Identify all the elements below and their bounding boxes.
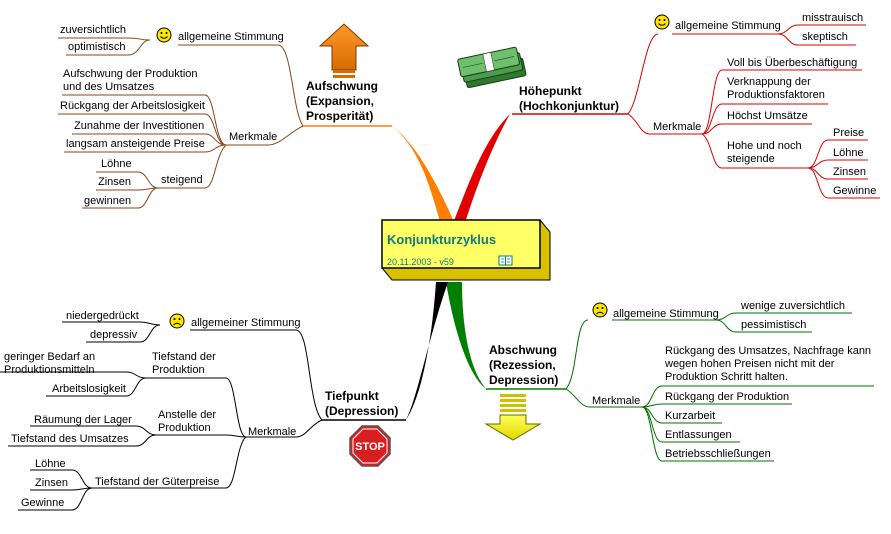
stop-sign-icon: STOP	[349, 425, 391, 467]
abschwung-merkmale-item: Rückgang des Umsatzes, Nachfrage kann we…	[665, 345, 872, 383]
tiefpunkt-gueterpreise-label: Tiefstand der Güterpreise	[95, 476, 220, 488]
tiefpunkt-tiefstand-produktion-item: geringer Bedarf an Produktionsmitteln	[4, 351, 96, 376]
book-icon	[498, 255, 513, 266]
aufschwung-steigend-label: steigend	[161, 174, 203, 186]
abschwung-stimmung-item: pessimistisch	[741, 319, 807, 331]
aufschwung-title-line: Prosperität)	[306, 109, 374, 123]
tiefpunkt-anstelle-item: Tiefstand des Umsatzes	[11, 433, 129, 445]
branch-abschwung-stem	[446, 282, 486, 389]
hoehepunkt-connectors	[627, 24, 880, 199]
aufschwung-title: Aufschwung (Expansion, Prosperität)	[306, 79, 378, 124]
hoehepunkt-title: Höhepunkt (Hochkonjunktur)	[519, 84, 619, 114]
abschwung-title-line: Depression)	[489, 373, 559, 387]
aufschwung-merkmale-item: langsam ansteigende Preise	[66, 138, 205, 150]
abschwung-merkmale-item: Entlassungen	[665, 429, 732, 441]
abschwung-merkmale-item: Kurzarbeit	[665, 410, 716, 422]
aufschwung-steigend-item: Zinsen	[98, 176, 132, 188]
hoehepunkt-title-line: (Hochkonjunktur)	[519, 99, 619, 113]
tiefpunkt-anstelle-label: Anstelle der Produktion	[158, 409, 217, 434]
tiefpunkt-merkmale-label: Merkmale	[248, 426, 297, 438]
center-node-box	[381, 219, 551, 281]
arrow-up-icon	[318, 23, 370, 78]
branch-hoehepunkt-stem	[452, 114, 510, 226]
tiefpunkt-gueterpreise-item: Löhne	[35, 458, 66, 470]
tiefpunkt-gueterpreise-item: Zinsen	[35, 477, 69, 489]
abschwung-stimmung-item: wenige zuversichtlich	[741, 300, 845, 312]
hoehepunkt-steigende-item: Löhne	[833, 147, 864, 159]
tiefpunkt-tiefstand-produktion-item: Arbeitslosigkeit	[52, 383, 126, 395]
center-subtitle: 20.11.2003 - v59	[387, 257, 454, 267]
branch-tiefpunkt-stem	[406, 282, 448, 420]
hoehepunkt-merkmale-item: Hohe und noch steigende	[727, 140, 802, 165]
aufschwung-connectors	[58, 37, 304, 209]
tiefpunkt-gueterpreise-item: Gewinne	[21, 497, 65, 509]
abschwung-stimmung-label: allgemeine Stimmung	[613, 308, 719, 320]
aufschwung-steigend-item: gewinnen	[84, 195, 132, 207]
branch-aufschwung-stem	[392, 126, 456, 228]
arrow-down-icon	[484, 394, 542, 441]
abschwung-title-line: (Rezession,	[489, 358, 556, 372]
hoehepunkt-steigende-item: Zinsen	[833, 166, 867, 178]
aufschwung-merkmale-item: Rückgang der Arbeitslosigkeit	[60, 100, 205, 112]
happy-face-icon	[654, 14, 670, 30]
hoehepunkt-title-line: Höhepunkt	[519, 84, 582, 98]
tiefpunkt-stimmung-item: niedergedrückt	[66, 310, 139, 322]
hoehepunkt-merkmale-item: Voll bis Überbeschäftigung	[727, 57, 858, 69]
tiefpunkt-title: Tiefpunkt (Depression)	[325, 389, 398, 419]
abschwung-merkmale-item: Betriebsschließungen	[665, 448, 771, 460]
hoehepunkt-merkmale-item: Verknappung der Produktionsfaktoren	[727, 76, 825, 101]
aufschwung-stimmung-item: optimistisch	[68, 41, 126, 53]
hoehepunkt-steigende-item: Preise	[833, 127, 865, 139]
hoehepunkt-stimmung-item: skeptisch	[802, 31, 848, 43]
tiefpunkt-title-line: Tiefpunkt	[325, 389, 379, 403]
hoehepunkt-stimmung-label: allgemeine Stimmung	[675, 20, 781, 32]
aufschwung-stimmung-label: allgemeine Stimmung	[178, 31, 284, 43]
center-title: Konjunkturzyklus	[387, 232, 497, 247]
tiefpunkt-title-line: (Depression)	[325, 404, 399, 418]
abschwung-title: Abschwung (Rezession, Depression)	[489, 343, 558, 388]
abschwung-merkmale-label: Merkmale	[592, 395, 641, 407]
hoehepunkt-steigende-item: Gewinne	[833, 185, 877, 197]
tiefpunkt-stimmung-label: allgemeiner Stimmung	[191, 317, 301, 329]
aufschwung-title-line: Aufschwung	[306, 79, 378, 93]
abschwung-connectors	[565, 312, 874, 462]
aufschwung-stimmung-item: zuversichtlich	[60, 24, 127, 36]
hoehepunkt-merkmale-item: Höchst Umsätze	[727, 110, 808, 122]
aufschwung-merkmale-item: Zunahme der Investitionen	[74, 120, 205, 132]
sad-face-icon	[169, 313, 185, 329]
happy-face-icon	[156, 27, 172, 43]
hoehepunkt-stimmung-item: misstrauisch	[802, 12, 864, 24]
aufschwung-steigend-item: Löhne	[101, 158, 132, 170]
sad-face-icon	[592, 302, 608, 318]
hoehepunkt-merkmale-label: Merkmale	[653, 121, 702, 133]
tiefpunkt-connectors	[0, 321, 323, 511]
stop-sign-text: STOP	[355, 441, 385, 453]
aufschwung-merkmale-label: Merkmale	[229, 131, 278, 143]
aufschwung-title-line: (Expansion,	[306, 94, 375, 108]
abschwung-title-line: Abschwung	[489, 343, 557, 357]
tiefpunkt-tiefstand-produktion-label: Tiefstand der Produktion	[152, 351, 216, 376]
tiefpunkt-anstelle-item: Räumung der Lager	[34, 414, 132, 426]
abschwung-merkmale-item: Rückgang der Produktion	[665, 391, 790, 403]
tiefpunkt-stimmung-item: depressiv	[90, 329, 138, 341]
money-stack-icon	[457, 46, 527, 89]
aufschwung-merkmale-item: Aufschwung der Produktion und des Umsatz…	[63, 68, 198, 93]
